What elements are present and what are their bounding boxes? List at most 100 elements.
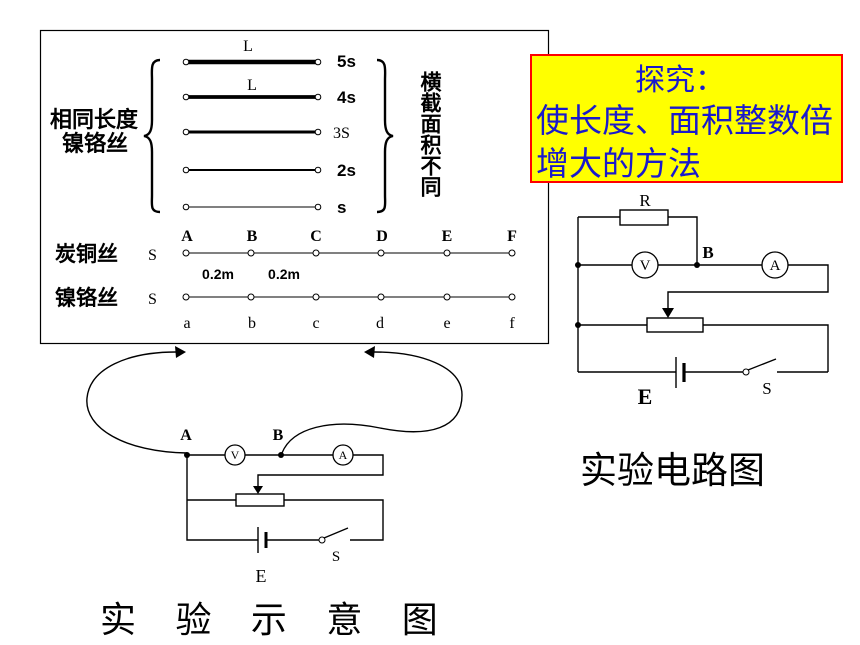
voltmeter [224,444,246,466]
wire-area-label: 4s [337,88,356,107]
point-label: B [247,228,258,245]
resistor-r [619,209,669,226]
node-b-label: B [702,243,713,262]
callout-line: 使长度、面积整数倍 [536,101,833,140]
point-label: F [507,228,517,245]
connection-curve-left [86,351,188,454]
wire-area-label: 2s [337,161,356,180]
rheostat [646,317,704,333]
board-frame [39,29,550,345]
wire-point [443,249,451,257]
arrow-head-icon [364,346,375,358]
ammeter-label: A [339,448,348,462]
wire-point [508,249,516,257]
right-brace [376,58,394,214]
point-label: A [181,228,193,245]
circuit-diagram-caption: 实验电路图 [580,449,765,492]
battery-label: E [638,384,653,409]
wire-point [247,249,255,257]
left-brace [143,58,161,214]
point-label: C [310,228,322,245]
group-label-line1: 相同长度 [50,107,139,133]
wire-terminal [314,93,322,101]
wire-point [312,293,320,301]
rheostat [235,493,285,507]
point-label: b [248,315,256,332]
wire-terminal [314,203,322,211]
switch-pivot [318,536,326,544]
switch-label: S [762,379,771,398]
wire-terminal [182,203,190,211]
circuit-diagram: R V A B E S 实验电路图 [575,191,829,492]
wire-terminal [314,166,322,174]
node-b-dot [278,452,284,458]
wire-terminal [182,128,190,136]
wire-3s: 3S [182,125,350,142]
setup-wire [187,454,384,486]
point-label: E [442,228,453,245]
group-label-line2: 镍铬丝 [62,131,128,157]
slider-arrow-icon [253,486,263,494]
wire-terminal [314,128,322,136]
cross-section-side-label: 横截面积不同 [418,71,442,197]
junction-dot [575,262,581,268]
voltmeter [631,251,659,279]
inquiry-callout: 探究： 使长度、面积整数倍 增大的方法 [530,54,843,183]
wire-area-label: 5s [337,52,356,71]
arrow-head-icon [175,346,186,358]
point-label: e [443,315,450,332]
point-label: D [376,228,388,245]
junction-dot [575,322,581,328]
segment-length-label: 0.2m [268,266,300,282]
setup-diagram: V A A B E S 实 验 示 意 图 [86,346,463,641]
wire-1s: s [182,198,346,217]
wire-point [377,293,385,301]
node-a-label: A [180,427,192,444]
wire-terminal [182,166,190,174]
carbon-wire-start-label: S [148,247,157,264]
setup-diagram-caption: 实 验 示 意 图 [100,600,452,641]
node-b-label: B [273,427,284,444]
wire-length-label: L [247,77,257,94]
switch-label: S [332,549,340,565]
wire-point [508,293,516,301]
connection-curve-right [281,351,463,454]
voltmeter-label: V [231,448,240,462]
callout-line: 增大的方法 [536,144,701,183]
callout-box [530,54,843,183]
wire-point [247,293,255,301]
slider-arrow-icon [662,308,674,318]
switch-blade [323,527,349,539]
ammeter [761,251,789,279]
carbon-wire-name: 炭铜丝 [55,242,118,266]
wire-4s: L 4s [182,77,356,107]
point-label: a [183,315,190,332]
resistor-label: R [639,191,651,210]
wire-area-label: 3S [333,125,350,142]
voltmeter-label: V [640,258,651,274]
wire-5s: L 5s [182,38,356,71]
wire-2s: 2s [182,161,356,180]
circuit-wire [578,216,698,265]
node-a-dot [184,452,190,458]
point-label: c [312,315,319,332]
wire-point [377,249,385,257]
wire-area-label: s [337,198,346,217]
setup-wire [186,455,384,541]
circuit-wire [578,324,829,372]
ammeter [332,444,354,466]
wire-point [182,293,190,301]
ammeter-label: A [770,258,781,274]
nichrome-wire-row: 镍铬丝 S a b c d e f [55,286,516,332]
nichrome-wire-start-label: S [148,291,157,308]
point-label: d [376,315,384,332]
wire-terminal [314,58,322,66]
nichrome-wire-name: 镍铬丝 [55,286,118,310]
battery-label: E [256,566,267,586]
wire-point [312,249,320,257]
node-b-dot [694,262,700,268]
switch-blade [747,358,777,371]
switch-pivot [742,368,750,376]
